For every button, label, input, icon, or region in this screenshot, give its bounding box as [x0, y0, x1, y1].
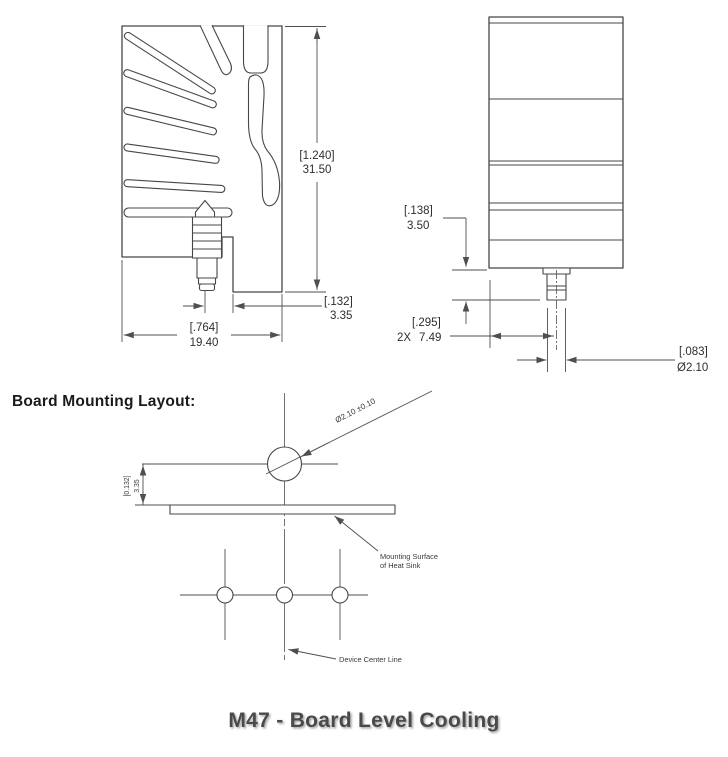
side-view-heatsink-profile [121, 24, 283, 293]
hole-diameter-label: Ø2.10 ±0.10 [334, 396, 378, 425]
front-view-heatsink [488, 16, 624, 301]
clip-slot [247, 74, 281, 207]
mounting-stud [191, 199, 223, 292]
pin-hole-pattern [180, 549, 368, 640]
dim-hole-height-inch: [0.132] [124, 475, 131, 496]
dim-pindia-mm: Ø2.10 [677, 362, 708, 374]
front-body-lines [489, 22, 623, 241]
board-mounting-layout: Ø2.10 ±0.10 [0.132] 3.35 Mounting Surfac… [124, 390, 438, 664]
device-centerline-label: Device Center Line [339, 655, 402, 664]
dim-pinlen-mm: 3.50 [407, 220, 429, 232]
dim-offset-inch: [.132] [324, 296, 353, 308]
dim-pinlen-inch: [.138] [404, 205, 433, 217]
fin-slots [123, 31, 233, 218]
mounting-surface-label-1: Mounting Surface [380, 552, 438, 561]
dim-offset-mm: 3.35 [330, 310, 352, 322]
dim-width-inch: [.764] [190, 322, 219, 334]
board-mounting-layout-heading: Board Mounting Layout: [12, 393, 196, 410]
heatsink-mounting-plate [169, 504, 396, 515]
top-fin-slots [199, 24, 269, 76]
dim-pinoffset-qty: 2X [397, 332, 411, 344]
dim-width-mm: 19.40 [190, 337, 219, 349]
dim-height-inch: [1.240] [299, 150, 334, 162]
mounting-hole [266, 446, 303, 482]
dim-hole-height-mm: 3.35 [134, 479, 141, 493]
dim-pinoffset-mm: 7.49 [419, 332, 441, 344]
dim-pinoffset-inch: [.295] [412, 317, 441, 329]
page-title: M47 - Board Level Cooling [228, 709, 500, 732]
dim-pindia-inch: [.083] [679, 346, 708, 358]
side-view-dimensions: [1.240] 31.50 [.132] 3.35 [.764] 19.40 [121, 26, 353, 349]
front-body [488, 16, 624, 269]
front-view-dimensions: [.138] 3.50 [.295] 2X 7.49 [.083] Ø2.10 [397, 205, 708, 374]
mounting-surface-label-2: of Heat Sink [380, 561, 421, 570]
dim-height-mm: 31.50 [303, 164, 332, 176]
